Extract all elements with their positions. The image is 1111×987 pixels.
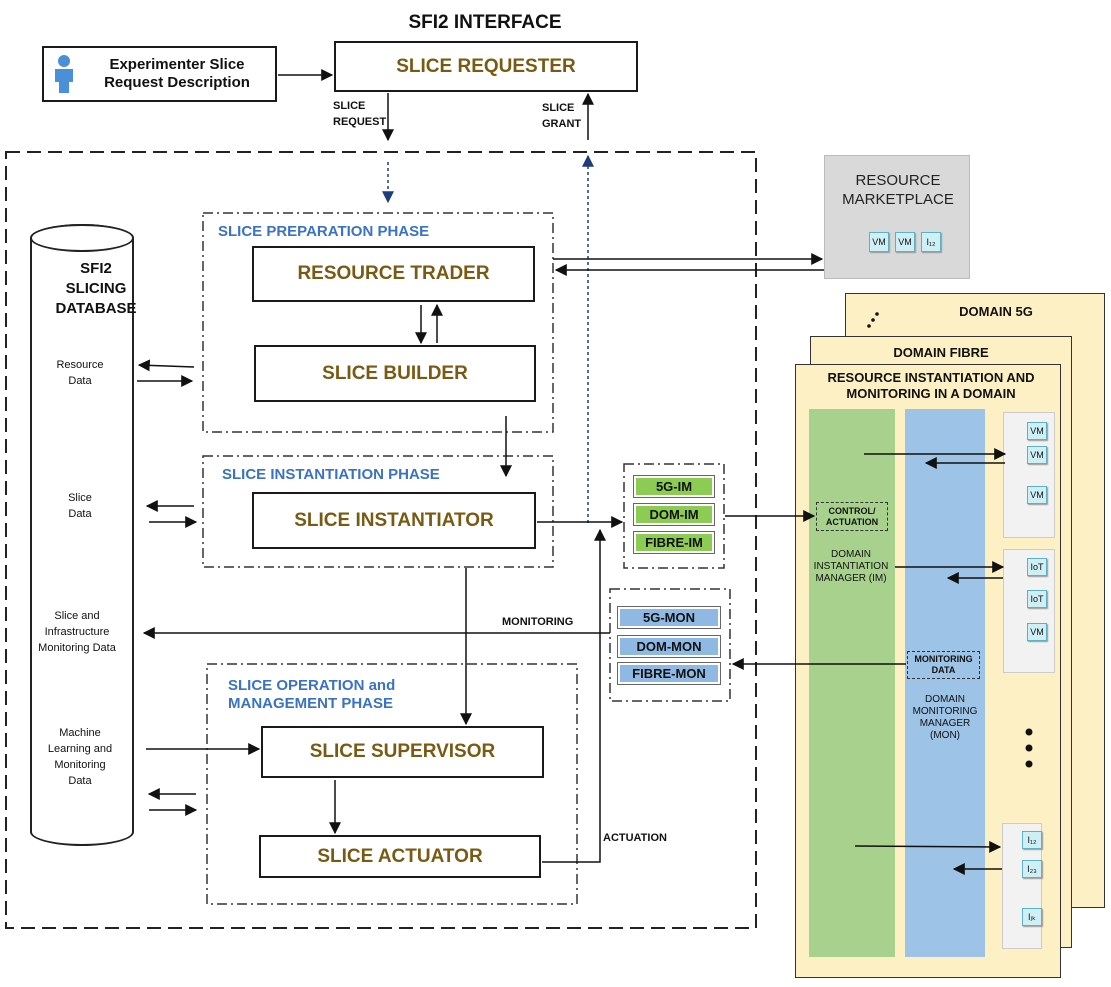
marketplace-link-chip: I₁₂ — [921, 232, 941, 252]
slice-grant-label: SLICE GRANT — [542, 102, 582, 130]
operation-phase-title-1: SLICE OPERATION and — [228, 677, 396, 694]
person-icon — [55, 55, 73, 93]
5g-im-box[interactable]: 5G-IM — [633, 475, 715, 498]
vm-chip: VM — [1027, 446, 1047, 464]
slice-requester-box[interactable]: SLICE REQUESTER — [334, 41, 638, 92]
db-item-ml-data: Machine Learning and Monitoring Data — [47, 727, 113, 787]
operation-phase-title-2: MANAGEMENT PHASE — [228, 695, 394, 712]
db-item-resource-data: Resource Data — [56, 359, 104, 387]
experimenter-box[interactable]: Experimenter Slice Request Description — [42, 46, 277, 102]
slicing-database — [30, 224, 134, 846]
experimenter-label: Experimenter Slice Request Description — [104, 56, 250, 91]
domain-fibre-title: DOMAIN FIBRE — [893, 344, 989, 360]
database-title: SFI2 SLICING DATABASE — [55, 260, 137, 317]
mon-column — [905, 409, 985, 957]
db-item-monitoring-data: Slice and Infrastructure Monitoring Data — [38, 610, 116, 654]
resource-marketplace[interactable]: RESOURCE MARKETPLACE VM VM I₁₂ — [824, 155, 970, 279]
dom-im-box[interactable]: DOM-IM — [633, 503, 715, 526]
domain-5g-title: DOMAIN 5G — [959, 303, 1033, 319]
resource-trader-box[interactable]: RESOURCE TRADER — [252, 246, 535, 302]
db-item-slice-data: Slice Data — [68, 492, 92, 520]
link-chip: Iⱼₖ — [1022, 908, 1042, 926]
vm-chip: VM — [1027, 486, 1047, 504]
5g-mon-box[interactable]: 5G-MON — [617, 606, 721, 629]
slice-actuator-box[interactable]: SLICE ACTUATOR — [259, 835, 541, 878]
marketplace-vm-chip: VM — [895, 232, 915, 252]
im-column — [809, 409, 895, 957]
monitoring-label: MONITORING — [502, 616, 574, 628]
iot-chip: IoT — [1027, 590, 1047, 608]
fibre-im-box[interactable]: FIBRE-IM — [633, 531, 715, 554]
marketplace-vm-chip: VM — [869, 232, 889, 252]
interface-title: SFI2 INTERFACE — [408, 12, 562, 33]
slice-supervisor-box[interactable]: SLICE SUPERVISOR — [261, 726, 544, 778]
control-actuation-box: CONTROL/ ACTUATION — [816, 502, 888, 531]
preparation-phase-title: SLICE PREPARATION PHASE — [218, 223, 430, 240]
vm-chip: VM — [1027, 623, 1047, 641]
mon-manager-label: DOMAIN MONITORING MANAGER (MON) — [912, 694, 978, 741]
dom-mon-box[interactable]: DOM-MON — [617, 635, 721, 658]
link-chip: I₁₂ — [1022, 831, 1042, 849]
im-manager-label: DOMAIN INSTANTIATION MANAGER (IM) — [813, 549, 889, 584]
domain-main-card: RESOURCE INSTANTIATION AND MONITORING IN… — [795, 364, 1061, 978]
domain-main-title: RESOURCE INSTANTIATION AND MONITORING IN… — [827, 370, 1035, 401]
slice-instantiator-box[interactable]: SLICE INSTANTIATOR — [252, 492, 536, 549]
slice-builder-box[interactable]: SLICE BUILDER — [254, 345, 536, 402]
instantiation-phase-title: SLICE INSTANTIATION PHASE — [222, 466, 440, 483]
actuation-label: ACTUATION — [603, 832, 667, 844]
fibre-mon-box[interactable]: FIBRE-MON — [617, 662, 721, 685]
iot-chip: IoT — [1027, 558, 1047, 576]
slice-request-label: SLICE REQUEST — [333, 100, 387, 128]
monitoring-data-box: MONITORING DATA — [907, 651, 980, 679]
marketplace-title: RESOURCE MARKETPLACE — [842, 172, 954, 208]
vm-chip: VM — [1027, 422, 1047, 440]
link-chip: I₂₃ — [1022, 860, 1042, 878]
